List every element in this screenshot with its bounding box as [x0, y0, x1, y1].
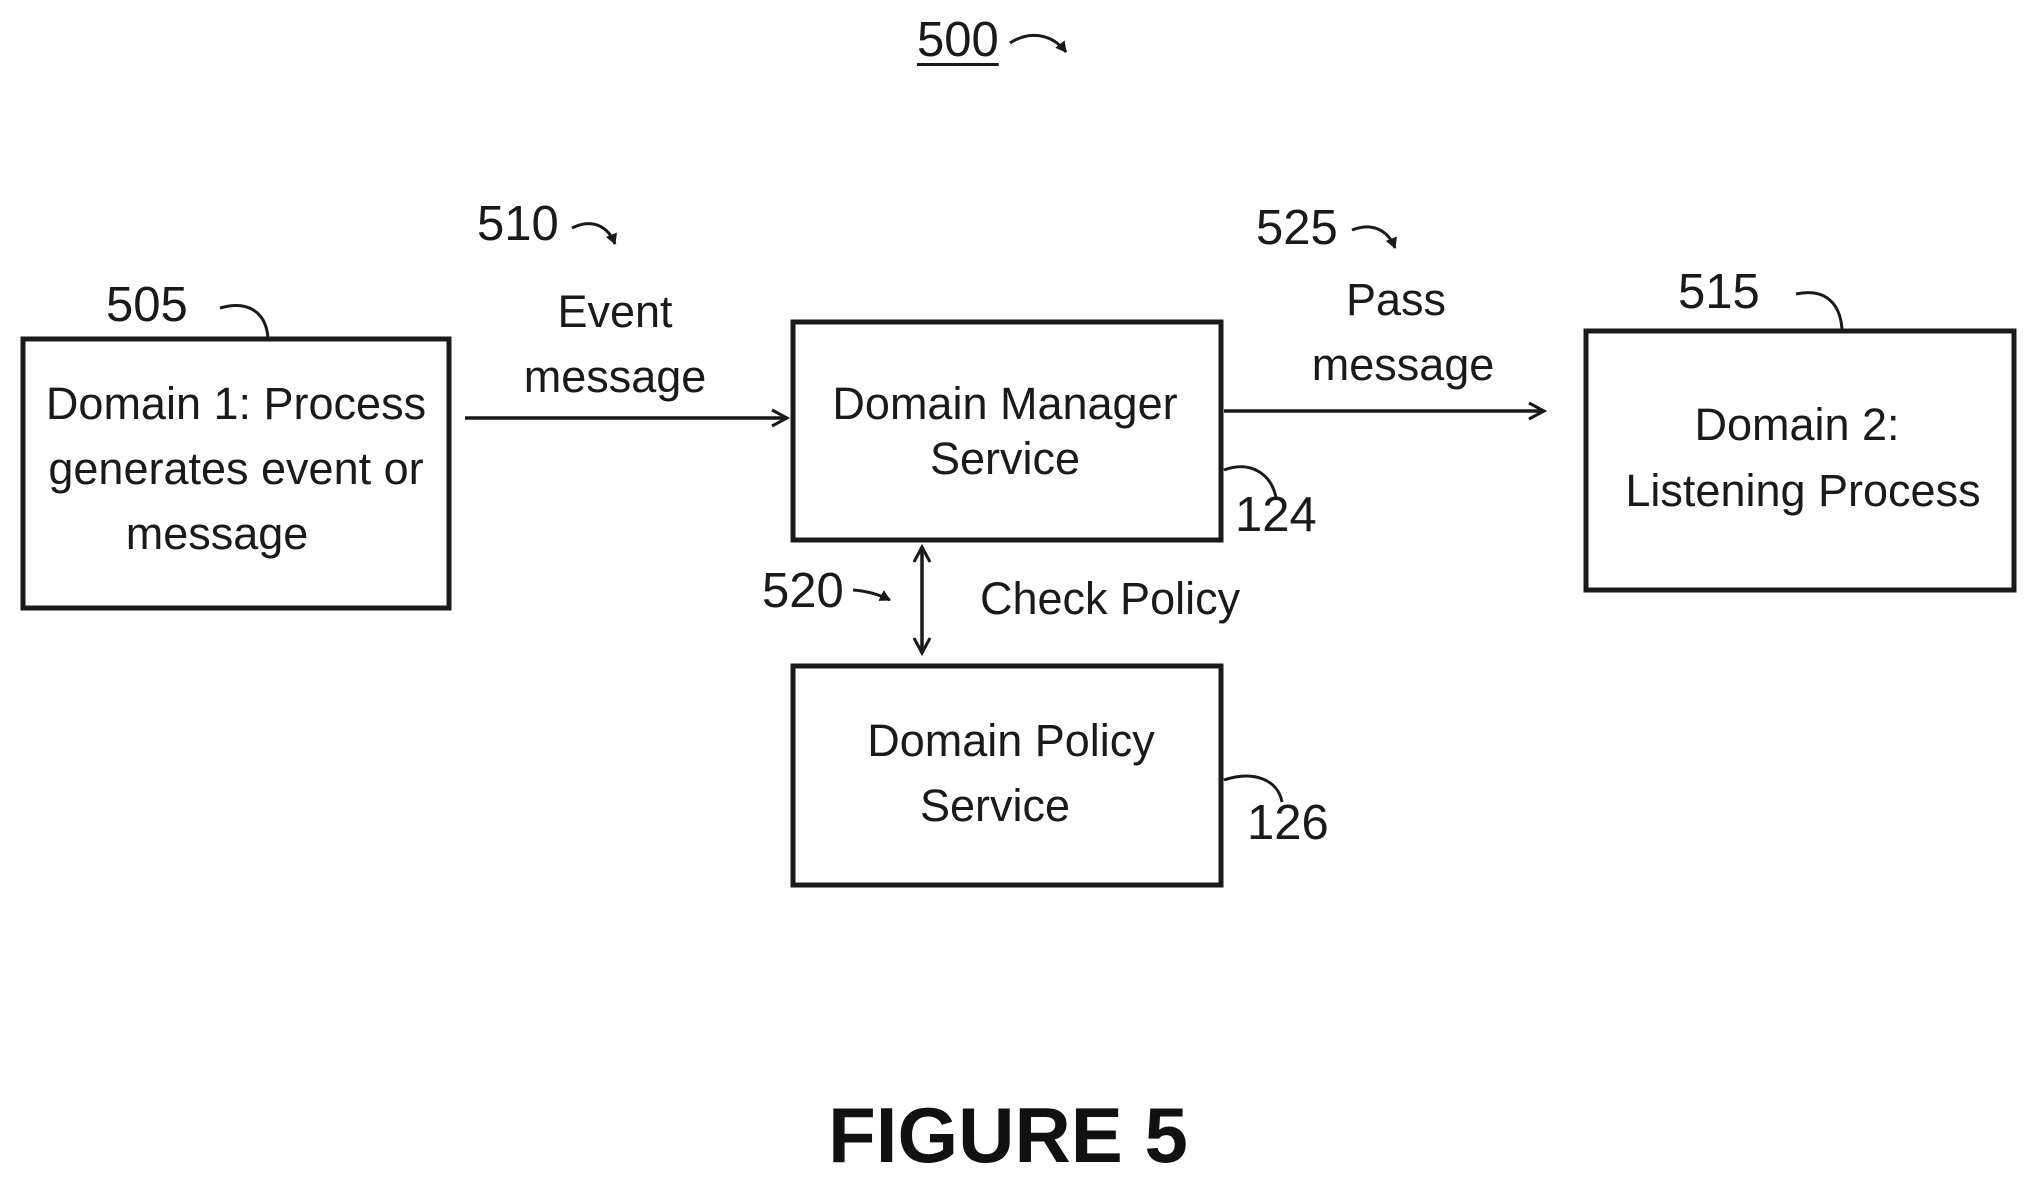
ref-515-leader — [1796, 293, 1842, 329]
domain2-ref: 515 — [1678, 268, 1760, 317]
domain-policy-box — [793, 666, 1221, 885]
event-message-ref: 510 — [477, 200, 559, 249]
domain-policy-ref: 126 — [1247, 799, 1329, 848]
figure-ref: 500 — [917, 16, 999, 65]
ref-525-leader-icon — [1352, 227, 1395, 248]
domain-manager-label-line2: Service — [930, 436, 1080, 481]
pass-message-ref: 525 — [1256, 204, 1338, 253]
event-message-label-line2: message — [524, 354, 707, 399]
domain-policy-label-line1: Domain Policy — [867, 718, 1155, 763]
domain1-ref: 505 — [106, 281, 188, 330]
event-message-label-line1: Event — [557, 289, 672, 334]
domain-manager-ref: 124 — [1235, 491, 1317, 540]
figure-ref-leader-icon — [1010, 35, 1066, 52]
domain2-label-line1: Domain 2: — [1694, 402, 1899, 447]
domain-manager-label-line1: Domain Manager — [832, 381, 1177, 426]
check-policy-ref: 520 — [762, 567, 844, 616]
domain-manager-box — [793, 322, 1221, 540]
ref-510-leader-icon — [572, 224, 615, 244]
pass-message-label-line2: message — [1312, 342, 1495, 387]
ref-505-leader — [220, 306, 268, 338]
ref-520-leader-icon — [853, 590, 890, 600]
check-policy-label: Check Policy — [980, 576, 1240, 621]
domain1-label-line1: Domain 1: Process — [46, 381, 426, 426]
pass-message-label-line1: Pass — [1346, 277, 1446, 322]
domain1-label-line2: generates event or — [48, 446, 423, 491]
figure-title: FIGURE 5 — [828, 1096, 1188, 1174]
domain2-box — [1586, 331, 2014, 590]
domain1-label-line3: message — [126, 511, 309, 556]
domain2-label-line2: Listening Process — [1625, 468, 1980, 513]
domain-policy-label-line2: Service — [920, 783, 1070, 828]
